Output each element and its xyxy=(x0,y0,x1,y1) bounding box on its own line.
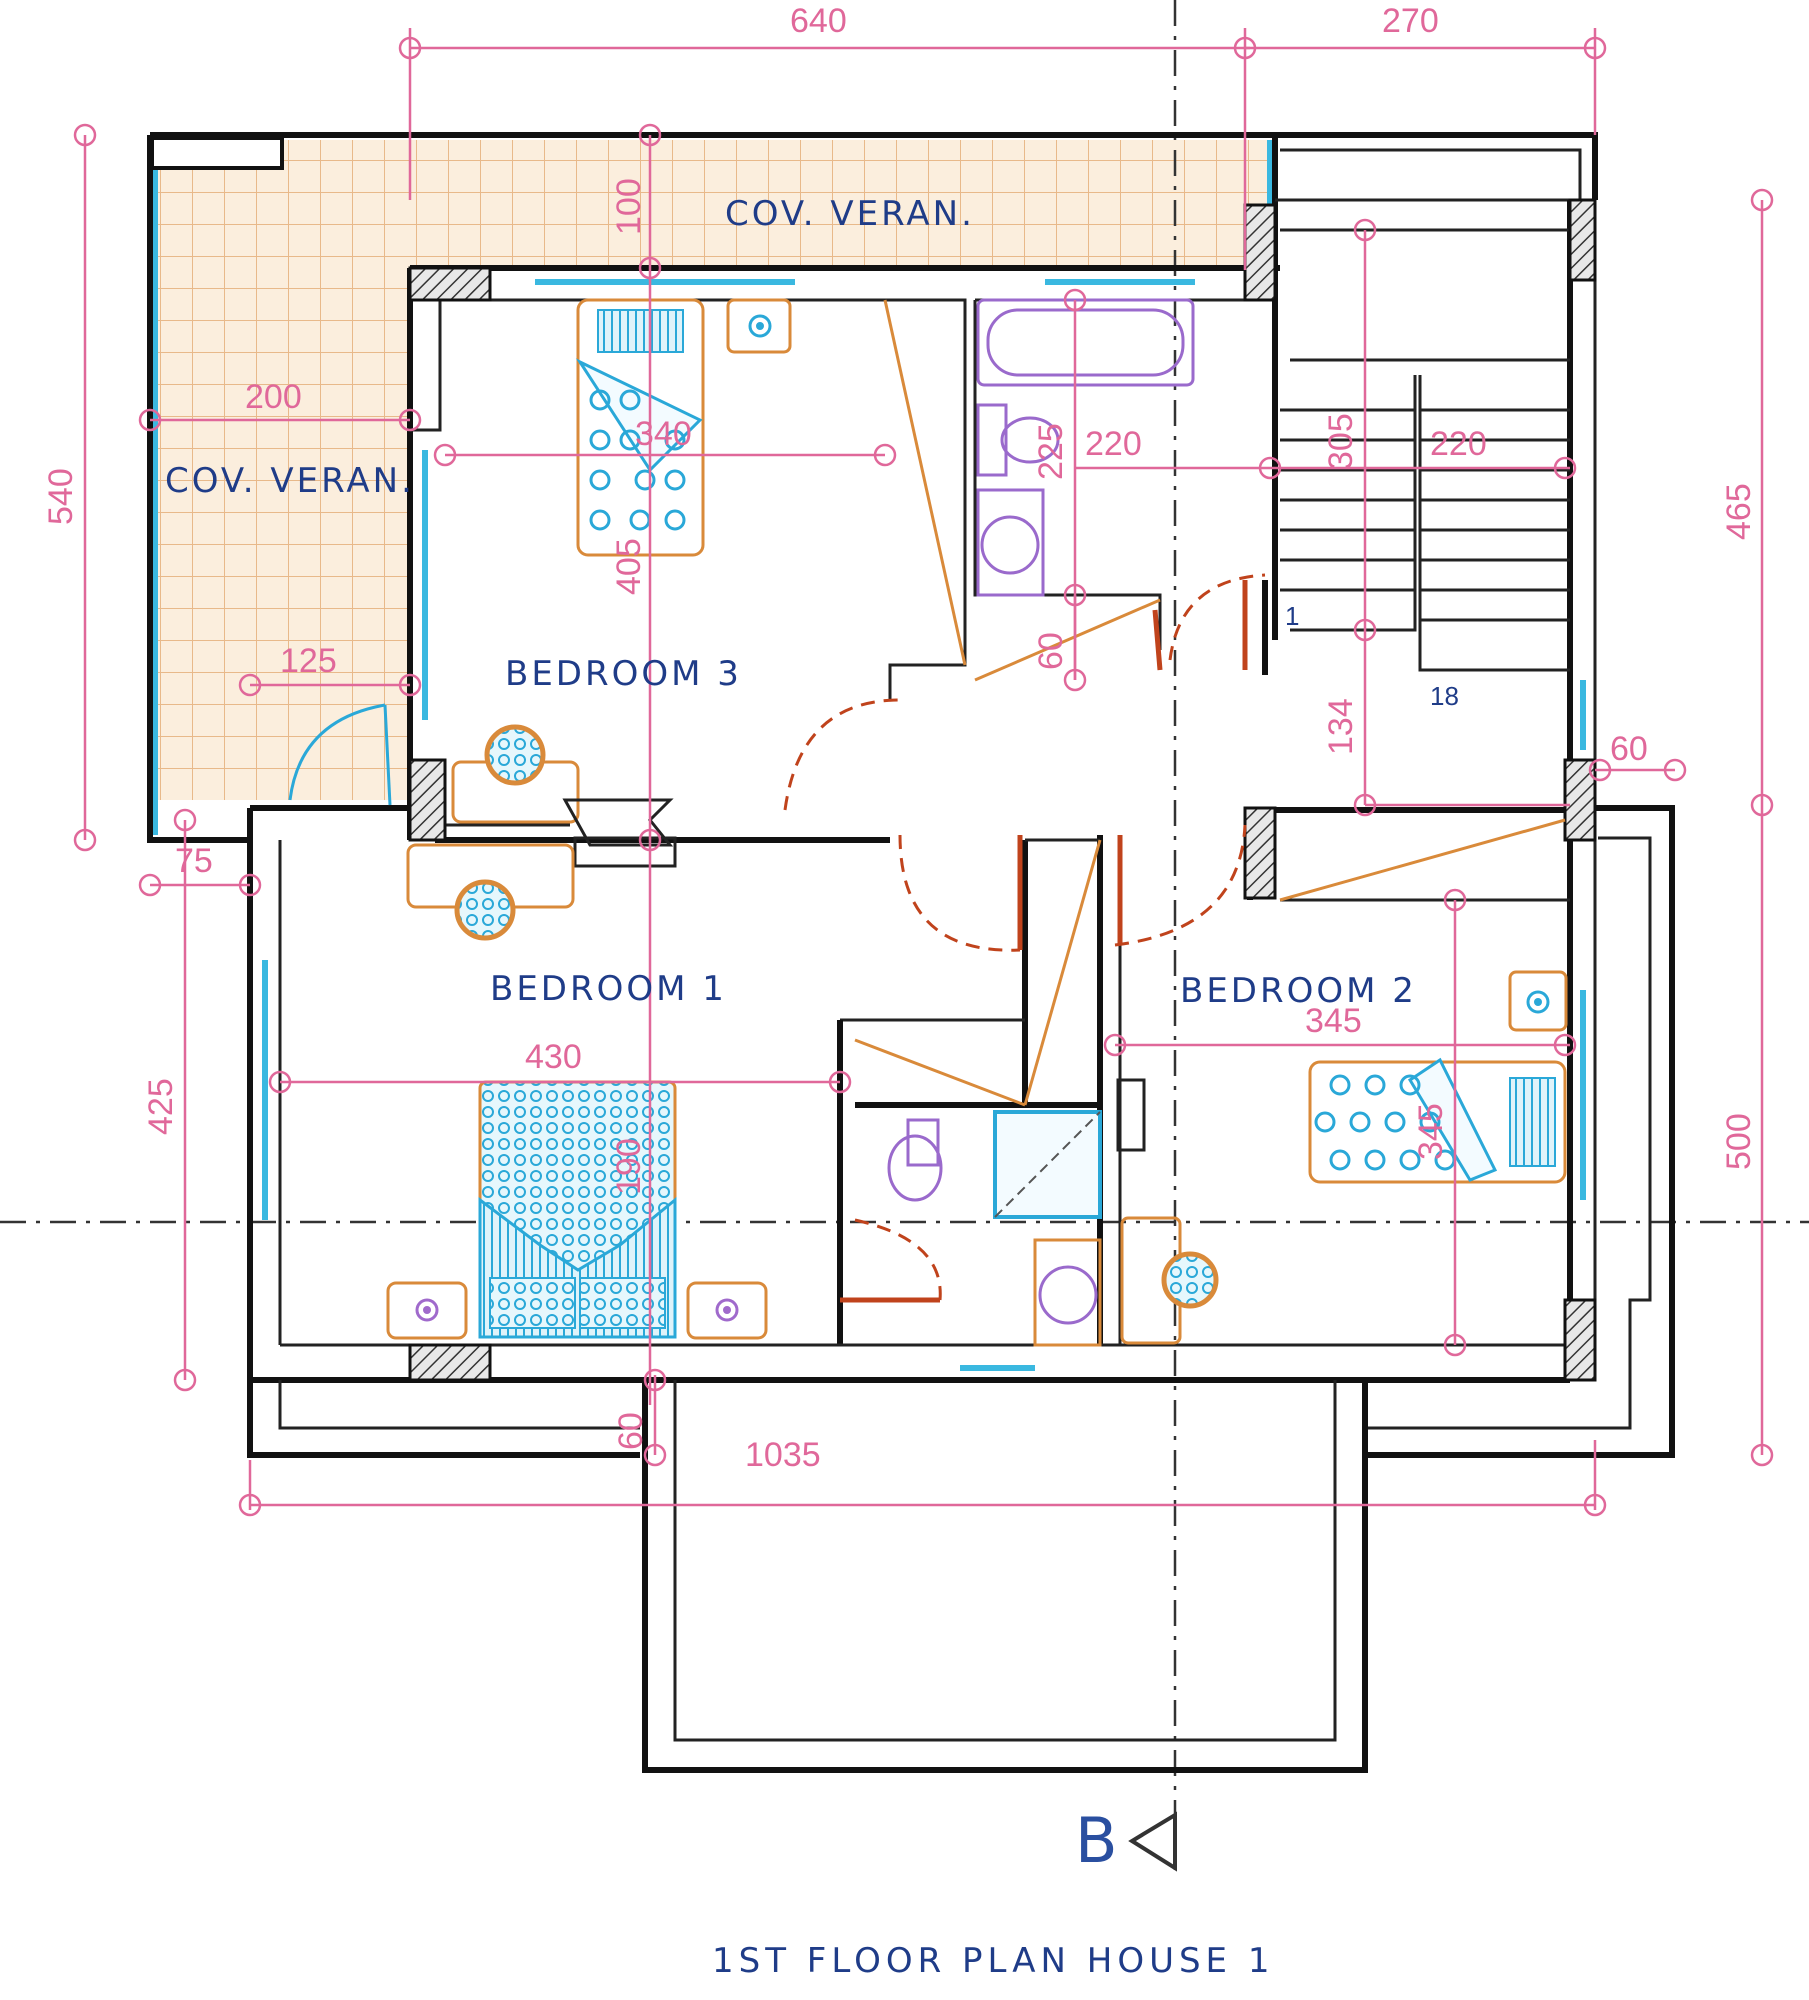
room-label-bedroom-2: BEDROOM 2 xyxy=(1180,971,1417,1011)
dim-60-bath: 60 xyxy=(1032,632,1070,670)
axis-lines xyxy=(0,0,1809,1870)
dim-465: 465 xyxy=(1720,483,1758,540)
dim-340: 340 xyxy=(635,415,692,453)
dim-345-width: 345 xyxy=(1305,1002,1362,1040)
room-label-cov-veran-left: COV. VERAN. xyxy=(165,461,415,501)
dim-500: 500 xyxy=(1720,1113,1758,1170)
room-label-cov-veran-top: COV. VERAN. xyxy=(725,194,975,234)
bedroom1-furniture xyxy=(386,843,768,1340)
dimension-lines xyxy=(73,28,1774,1517)
dim-425: 425 xyxy=(142,1078,180,1135)
dim-305: 305 xyxy=(1322,413,1360,470)
bathroom-fixtures xyxy=(887,298,1195,1347)
room-labels: COV. VERAN. COV. VERAN. BEDROOM 3 BEDROO… xyxy=(165,194,1417,1011)
staircase: 1 18 xyxy=(1280,408,1570,711)
dim-640: 640 xyxy=(790,2,847,40)
dim-100: 100 xyxy=(610,178,648,235)
bedroom2-furniture xyxy=(1116,970,1568,1345)
dim-60-bottom: 60 xyxy=(612,1412,650,1450)
dim-1035: 1035 xyxy=(745,1436,821,1474)
room-label-bedroom-1: BEDROOM 1 xyxy=(490,969,727,1009)
section-marker: B xyxy=(1075,1804,1177,1877)
dim-125: 125 xyxy=(280,642,337,680)
dim-75: 75 xyxy=(175,842,213,880)
dim-405: 405 xyxy=(610,538,648,595)
dim-60-right: 60 xyxy=(1610,730,1648,768)
doors xyxy=(288,573,1266,1303)
dim-345-depth: 345 xyxy=(1412,1103,1450,1160)
dim-270: 270 xyxy=(1382,2,1439,40)
dim-190: 190 xyxy=(610,1138,648,1195)
dim-200: 200 xyxy=(245,378,302,416)
walls xyxy=(147,132,1675,1773)
stair-step-first: 1 xyxy=(1285,601,1299,631)
columns xyxy=(408,198,1597,1382)
wardrobes xyxy=(854,299,1566,1107)
drawing-title: 1ST FLOOR PLAN HOUSE 1 xyxy=(712,1941,1274,1981)
dim-430: 430 xyxy=(525,1038,582,1076)
dim-220-stair: 220 xyxy=(1430,425,1487,463)
dim-220-bath: 220 xyxy=(1085,425,1142,463)
windows xyxy=(262,279,1586,1371)
dimension-labels: 640 270 540 465 100 200 340 405 220 225 … xyxy=(42,2,1758,1474)
dim-225: 225 xyxy=(1032,423,1070,480)
stair-step-last: 18 xyxy=(1430,681,1459,711)
dim-134: 134 xyxy=(1322,698,1360,755)
dim-540: 540 xyxy=(42,468,80,525)
room-label-bedroom-3: BEDROOM 3 xyxy=(505,654,742,694)
section-marker-label: B xyxy=(1075,1804,1118,1877)
bedroom3-furniture xyxy=(451,298,792,868)
